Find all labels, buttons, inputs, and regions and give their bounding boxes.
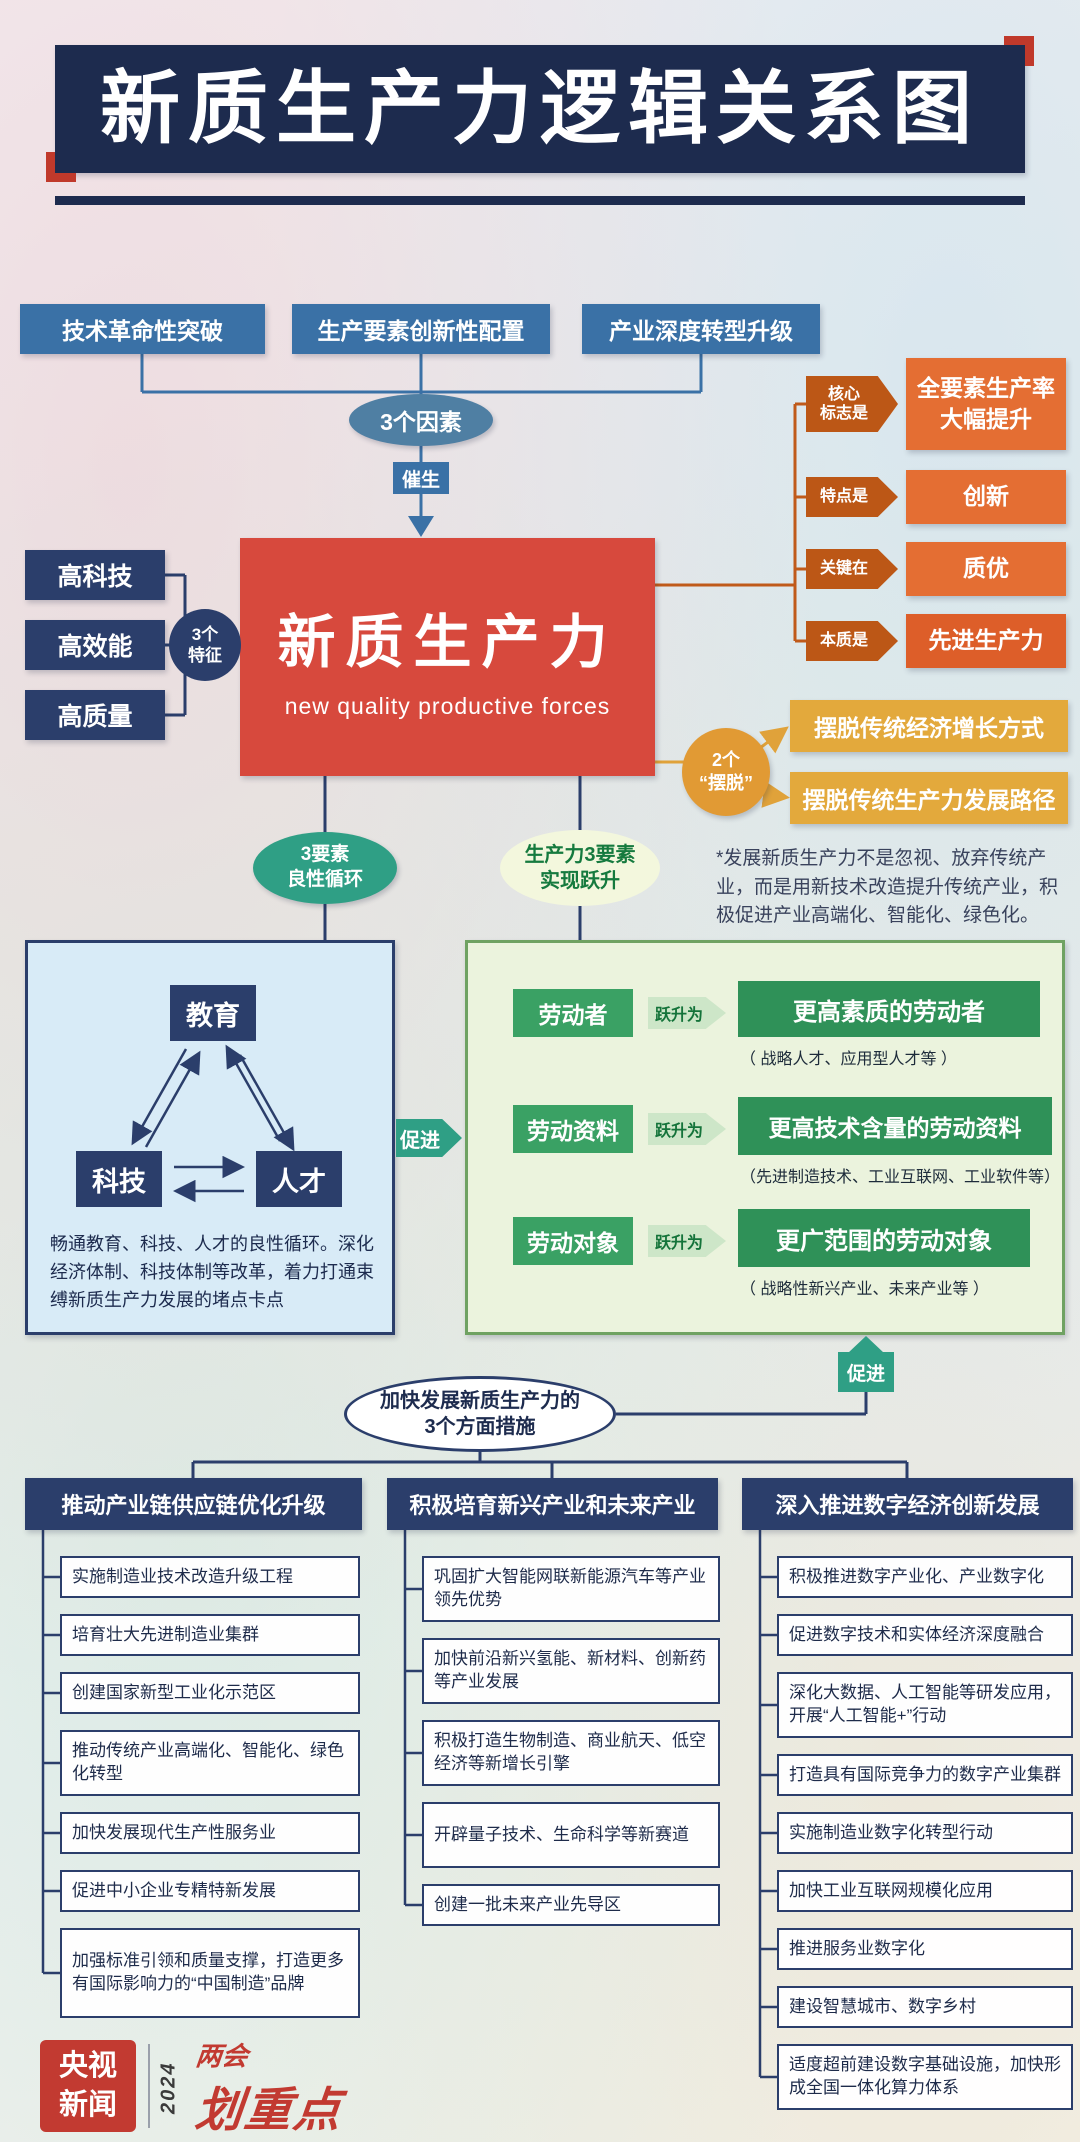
footer-slogan-top: 两会 [194,2041,250,2071]
two-sessions-highlights-logo: 两会 划重点 [193,2036,346,2140]
leap-arrow-1: 跃升为 [648,997,726,1029]
column-b-item-2: 加快前沿新兴氢能、新材料、创新药等产业发展 [422,1638,720,1704]
trait-box-1: 高科技 [25,550,165,600]
column-a-item-2: 培育壮大先进制造业集群 [60,1614,360,1656]
leap-note-materials: （先进制造技术、工业互联网、工业软件等） [740,1169,1061,1186]
leap-to-materials: 更高技术含量的劳动资料 [738,1097,1052,1155]
factors-count-ellipse: 3个因素 [349,394,493,446]
column-a-item-3: 创建国家新型工业化示范区 [60,1672,360,1714]
center-subtitle: new quality productive forces [284,692,611,719]
title-separator [55,196,1025,205]
leap-count-ellipse: 生产力3要素 实现跃升 [500,830,660,906]
breakaway-count-circle: 2个 “摆脱” [682,728,770,816]
leap-from-materials: 劳动资料 [513,1105,633,1153]
cycle-count-ellipse: 3要素 良性循环 [253,832,397,904]
column-b-item-1: 巩固扩大智能网联新能源汽车等产业领先优势 [422,1556,720,1622]
spawn-label: 催生 [393,462,449,494]
column-a-item-7: 加强标准引领和质量支撑，打造更多有国际影响力的“中国制造”品牌 [60,1928,360,2018]
attribute-value-core-mark: 全要素生产率 大幅提升 [906,358,1066,450]
column-header-industry-chain: 推动产业链供应链优化升级 [25,1478,362,1530]
factor-box-2: 生产要素创新性配置 [292,304,550,354]
attribute-value-feature: 创新 [906,470,1066,524]
attribute-value-key: 质优 [906,542,1066,596]
column-a-item-6: 促进中小企业专精特新发展 [60,1870,360,1912]
cycle-node-science: 科技 [76,1151,162,1207]
leap-panel: 劳动者 跃升为 更高素质的劳动者 （ 战略人才、应用型人才等 ） 劳动资料 跃升… [465,940,1065,1335]
trait-box-2: 高效能 [25,620,165,670]
attribute-value-essence: 先进生产力 [906,614,1066,668]
column-b-item-4: 开辟量子技术、生命科学等新赛道 [422,1802,720,1868]
column-c-item-5: 实施制造业数字化转型行动 [777,1812,1073,1854]
footer-divider [148,2044,150,2128]
column-b-item-3: 积极打造生物制造、商业航天、低空经济等新增长引擎 [422,1720,720,1786]
cycle-panel: 教育 科技 人才 畅通教育、科技、人才的良性循环。深化经济体制、科技体制等改革，… [25,940,395,1335]
attribute-label-core-mark: 核心 标志是 [806,376,898,432]
breakaway-box-2: 摆脱传统生产力发展路径 [790,772,1068,824]
column-header-digital-economy: 深入推进数字经济创新发展 [742,1478,1073,1530]
column-c-item-1: 积极推进数字产业化、产业数字化 [777,1556,1073,1598]
cycle-node-education: 教育 [170,985,256,1041]
column-c-item-6: 加快工业互联网规模化应用 [777,1870,1073,1912]
footer-year: 2024 [157,2061,180,2115]
measures-count-ellipse: 加快发展新质生产力的 3个方面措施 [344,1376,616,1452]
leap-note-objects: （ 战略性新兴产业、未来产业等 ） [740,1281,989,1298]
factor-box-1: 技术革命性突破 [20,304,265,354]
footer-slogan-main: 划重点 [192,2083,346,2136]
cycle-note: 畅通教育、科技、人才的良性循环。深化经济体制、科技体制等改革，着力打通束缚新质生… [50,1234,374,1310]
promote-up-arrow: 促进 [838,1352,894,1392]
column-c-item-4: 打造具有国际竞争力的数字产业集群 [777,1754,1073,1796]
page-title: 新质生产力逻辑关系图 [100,64,980,153]
center-box: 新质生产力 new quality productive forces [240,538,655,776]
column-a-item-5: 加快发展现代生产性服务业 [60,1812,360,1854]
factor-box-3: 产业深度转型升级 [582,304,820,354]
title-corner-accent-bottom-left [46,152,76,182]
breakaway-box-1: 摆脱传统经济增长方式 [790,700,1068,752]
leap-from-objects: 劳动对象 [513,1217,633,1265]
cycle-node-talent: 人才 [256,1151,342,1207]
title-banner: 新质生产力逻辑关系图 [46,36,1034,182]
leap-arrow-3: 跃升为 [648,1225,726,1257]
center-title: 新质生产力 [277,609,618,675]
promote-up-arrowhead [848,1336,884,1353]
column-a-item-4: 推动传统产业高端化、智能化、绿色化转型 [60,1730,360,1796]
column-c-item-8: 建设智慧城市、数字乡村 [777,1986,1073,2028]
cctv-news-logo: 央视 新闻 [40,2040,136,2132]
leap-to-objects: 更广范围的劳动对象 [738,1209,1030,1267]
trait-box-3: 高质量 [25,690,165,740]
column-c-item-7: 推进服务业数字化 [777,1928,1073,1970]
column-c-item-3: 深化大数据、人工智能等研发应用，开展“人工智能+”行动 [777,1672,1073,1738]
column-a-item-1: 实施制造业技术改造升级工程 [60,1556,360,1598]
column-c-item-2: 促进数字技术和实体经济深度融合 [777,1614,1073,1656]
leap-arrow-2: 跃升为 [648,1113,726,1145]
attribute-label-key: 关键在 [806,549,898,589]
attribute-label-essence: 本质是 [806,621,898,661]
leap-to-laborers: 更高素质的劳动者 [738,981,1040,1037]
leap-from-laborers: 劳动者 [513,989,633,1037]
cycle-triangle-arrows [131,1044,295,1203]
column-c-item-9: 适度超前建设数字基础设施，加快形成全国一体化算力体系 [777,2044,1073,2110]
tradition-note: *发展新质生产力不是忽视、放弃传统产业，而是用新技术改造提升传统产业，积极促进产… [716,848,1059,926]
leap-note-laborers: （ 战略人才、应用型人才等 ） [740,1051,957,1068]
column-b-item-5: 创建一批未来产业先导区 [422,1884,720,1926]
column-header-emerging-industries: 积极培育新兴产业和未来产业 [387,1478,718,1530]
attribute-label-feature: 特点是 [806,477,898,517]
title-corner-accent-top-right [1004,36,1034,66]
traits-count-circle: 3个 特征 [169,609,241,681]
